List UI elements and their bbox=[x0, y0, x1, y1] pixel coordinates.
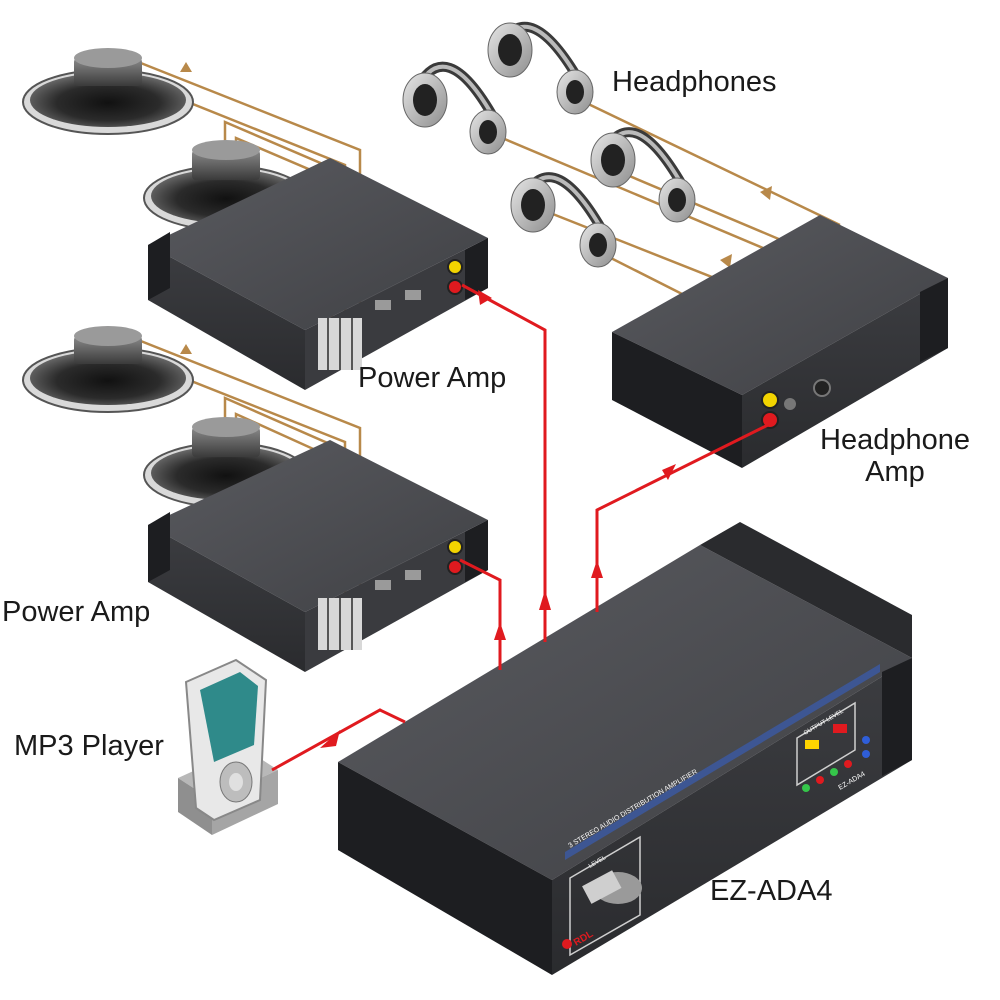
arrow-marker bbox=[478, 290, 492, 305]
arrow-marker bbox=[180, 62, 192, 72]
arrow-marker bbox=[720, 254, 732, 268]
headphones-set-3 bbox=[590, 127, 696, 223]
label-power-amp-top: Power Amp bbox=[358, 362, 507, 394]
signal-main-to-power-amp-top bbox=[461, 283, 547, 642]
signal-mp3-to-main bbox=[271, 708, 406, 772]
arrow-marker bbox=[760, 186, 772, 200]
power-amp-top bbox=[148, 158, 488, 390]
headphone-amp bbox=[612, 215, 948, 468]
label-headphone-amp-line2: Amp bbox=[865, 456, 925, 489]
main-unit-ez-ada4: 3 STEREO AUDIO DISTRIBUTION AMPLIFIER LE… bbox=[338, 522, 912, 975]
arrow-marker bbox=[494, 622, 506, 640]
headphones-set-2 bbox=[487, 21, 594, 115]
label-headphone-amp: Headphone Amp bbox=[820, 424, 970, 489]
arrow-marker bbox=[180, 344, 192, 354]
headphones-set-4 bbox=[510, 172, 617, 268]
arrow-marker bbox=[539, 590, 551, 610]
speaker-bottom-left-1 bbox=[22, 326, 194, 413]
label-headphones: Headphones bbox=[612, 66, 777, 98]
label-main-unit: EZ-ADA4 bbox=[710, 875, 833, 907]
label-mp3-player: MP3 Player bbox=[14, 730, 164, 762]
headphones-set-1 bbox=[402, 61, 507, 155]
power-amp-bottom bbox=[148, 440, 488, 672]
arrow-marker bbox=[320, 730, 340, 748]
label-headphone-amp-line1: Headphone bbox=[820, 424, 970, 456]
wire-headphone-1 bbox=[579, 98, 841, 227]
signal-arrows bbox=[320, 290, 676, 748]
label-power-amp-bottom: Power Amp bbox=[2, 596, 151, 628]
arrow-marker bbox=[662, 464, 676, 480]
speaker-top-left-1 bbox=[22, 48, 194, 135]
mp3-player bbox=[178, 658, 278, 835]
arrow-marker bbox=[591, 560, 603, 578]
wire-headphone-3 bbox=[619, 170, 801, 250]
